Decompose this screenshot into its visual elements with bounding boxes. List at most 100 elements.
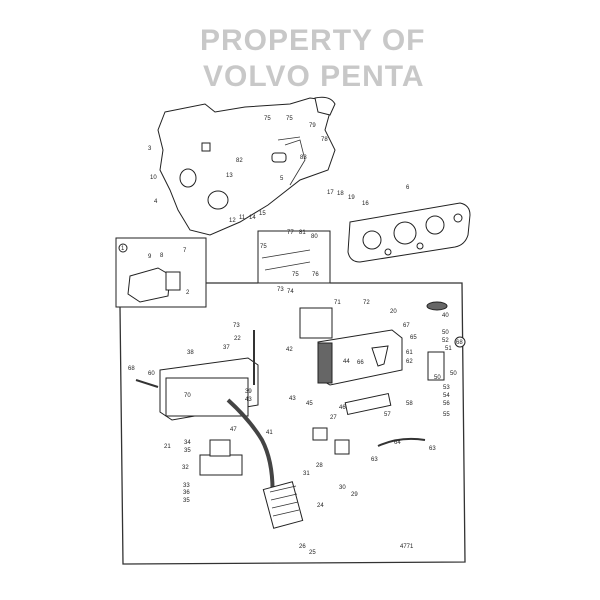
- drawing-number: 4771: [400, 544, 414, 550]
- part-label: 83: [300, 155, 307, 161]
- part-label: 75: [286, 116, 293, 122]
- part-label: 32: [182, 465, 189, 471]
- part-label: 36: [183, 490, 190, 496]
- inset-part-labels: 1 9 8 7 2: [118, 243, 190, 296]
- part-label: 77: [287, 230, 294, 236]
- instrument-panel: [347, 202, 471, 263]
- inset-switch: [127, 267, 181, 303]
- part-label: 82: [236, 158, 243, 164]
- bracket-part-labels: 77 81 80 75 75 76: [260, 230, 319, 278]
- part-label: 52: [442, 338, 449, 344]
- part-label: 10: [150, 175, 157, 181]
- part-label: 70: [184, 393, 191, 399]
- part-label: 76: [312, 272, 319, 278]
- part-label: 50: [434, 375, 441, 381]
- inset-marker-circle: [118, 243, 128, 253]
- callout-68-circle: [454, 336, 466, 348]
- part-label: 61: [406, 350, 413, 356]
- part-label: 55: [443, 412, 450, 418]
- part-label: 35: [184, 448, 191, 454]
- part-label: 18: [337, 191, 344, 197]
- part-label: 67: [403, 323, 410, 329]
- part-label: 54: [443, 393, 450, 399]
- watermark-line2: VOLVO PENTA: [203, 60, 425, 93]
- part-label: 21: [164, 444, 171, 450]
- part-label: 75: [292, 272, 299, 278]
- part-label: 7: [183, 248, 187, 254]
- part-label: 65: [410, 335, 417, 341]
- part-label: 51: [445, 346, 452, 352]
- part-label: 16: [362, 201, 369, 207]
- part-label: 79: [309, 123, 316, 129]
- main-frame: [119, 282, 466, 565]
- part-label: 62: [406, 359, 413, 365]
- part-label: 31: [303, 471, 310, 477]
- part-label: 46: [339, 405, 346, 411]
- part-label: 2: [186, 290, 190, 296]
- part-label: 63: [371, 457, 378, 463]
- part-label: 30: [339, 485, 346, 491]
- part-label: 41: [266, 430, 273, 436]
- part-label: 13: [226, 173, 233, 179]
- part-label: 12: [229, 218, 236, 224]
- part-label: 4: [154, 199, 158, 205]
- part-label: 74: [287, 289, 294, 295]
- part-label: 27: [330, 415, 337, 421]
- part-label: 9: [148, 254, 152, 260]
- part-label: 43: [289, 396, 296, 402]
- part-label: 17: [327, 190, 334, 196]
- part-label: 75: [260, 244, 267, 250]
- part-label: 19: [348, 195, 355, 201]
- part-label: 66: [357, 360, 364, 366]
- inset-marker: 1: [121, 246, 125, 252]
- part-label: 73: [233, 323, 240, 329]
- part-label: 44: [343, 359, 350, 365]
- part-label: 73: [277, 287, 284, 293]
- part-label: 50: [450, 371, 457, 377]
- part-label: 14: [249, 215, 256, 221]
- part-label: 28: [316, 463, 323, 469]
- watermark-line1: PROPERTY OF: [200, 24, 425, 57]
- part-label: 24: [317, 503, 324, 509]
- part-label: 29: [351, 492, 358, 498]
- part-label: 3: [148, 146, 152, 152]
- part-label: 56: [443, 401, 450, 407]
- part-label: 8: [160, 253, 164, 259]
- transformer: [199, 439, 243, 476]
- part-label: 33: [183, 483, 190, 489]
- terminal-box: [159, 357, 259, 421]
- callout-68: 68: [456, 340, 463, 346]
- engine-block: [157, 96, 336, 236]
- part-label: 40: [442, 313, 449, 319]
- part-label: 50: [442, 330, 449, 336]
- part-label: 34: [184, 440, 191, 446]
- part-label: 11: [239, 215, 246, 221]
- inset-bracket-box: [257, 230, 331, 284]
- part-label: 71: [334, 300, 341, 306]
- part-label: 58: [406, 401, 413, 407]
- part-label: 64: [394, 440, 401, 446]
- part-label: 57: [384, 412, 391, 418]
- part-label: 37: [223, 345, 230, 351]
- part-label: 72: [363, 300, 370, 306]
- part-label: 38: [187, 350, 194, 356]
- part-label: 6: [406, 185, 410, 191]
- box-part-labels: 73 74 71 72 73 22 20 67 65 40 50 52 51 3…: [128, 287, 457, 556]
- part-label: 45: [306, 401, 313, 407]
- part-label: 22: [234, 336, 241, 342]
- part-label: 80: [311, 234, 318, 240]
- part-label: 20: [390, 309, 397, 315]
- part-label: 42: [286, 347, 293, 353]
- part-label: 68: [128, 366, 135, 372]
- part-label: 81: [299, 230, 306, 236]
- part-label: 43: [245, 397, 252, 403]
- part-label: 75: [264, 116, 271, 122]
- part-label: 47: [230, 427, 237, 433]
- part-label: 78: [321, 137, 328, 143]
- part-label: 35: [183, 498, 190, 504]
- relay-box: [317, 329, 403, 386]
- plug-connector: [262, 481, 304, 529]
- part-label: 15: [259, 211, 266, 217]
- part-label: 60: [148, 371, 155, 377]
